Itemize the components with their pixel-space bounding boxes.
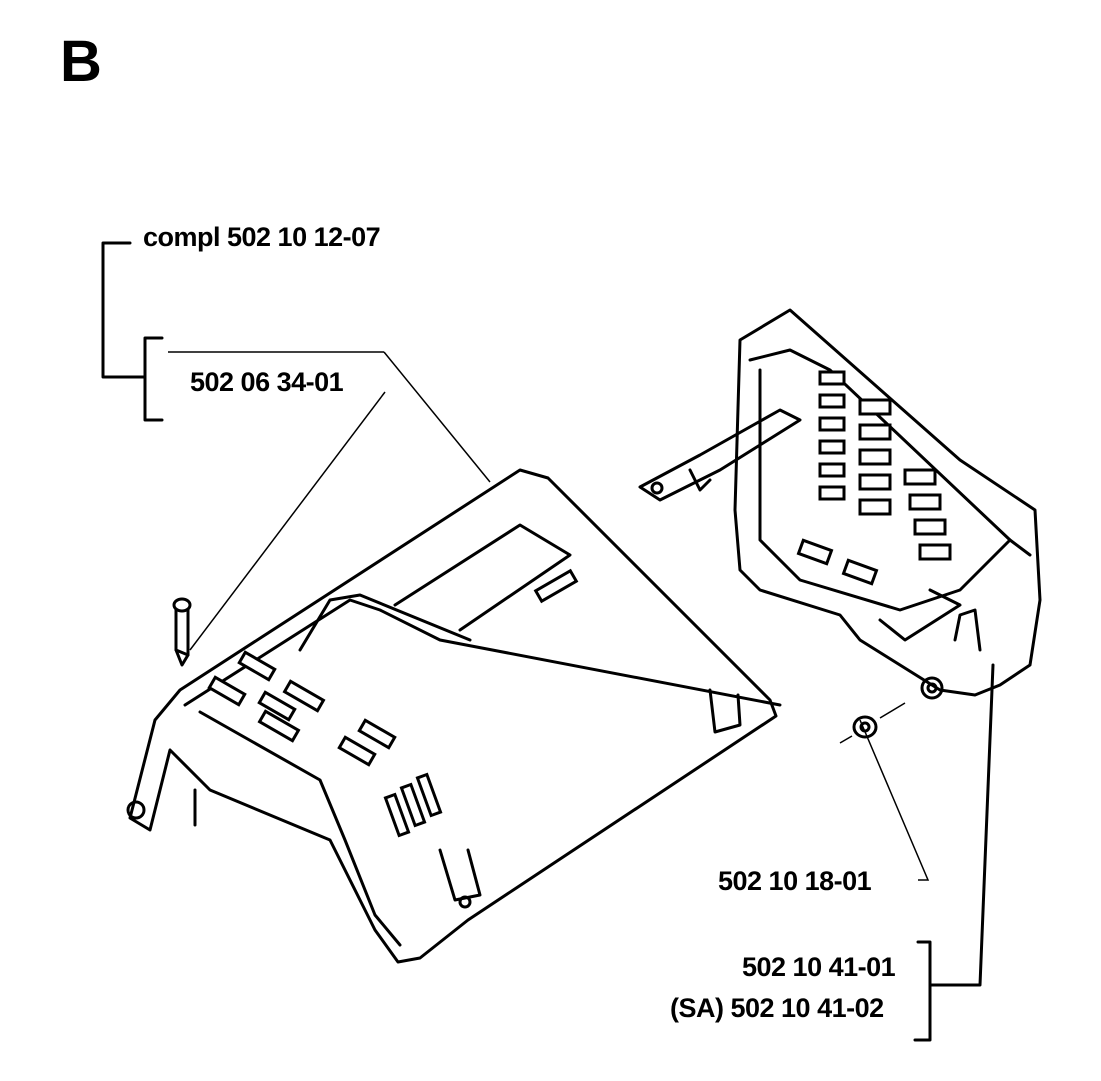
- cover-part-drawing: [126, 468, 782, 964]
- complete-bracket: [101, 241, 147, 379]
- cover-bracket: [143, 336, 384, 422]
- muffler-guard-drawing: [638, 308, 1042, 700]
- nut-drawing: [839, 702, 906, 744]
- label-nut: 502 10 18-01: [718, 866, 872, 896]
- section-letter: B: [60, 29, 102, 94]
- label-complete-cover: compl 502 10 12-07: [143, 222, 381, 252]
- label-muffler-guard: 502 10 41-01: [742, 952, 896, 982]
- label-muffler-guard-sa: (SA) 502 10 41-02: [670, 993, 884, 1023]
- label-cover: 502 06 34-01: [190, 367, 344, 397]
- leader-lines: [189, 351, 995, 1042]
- screw-drawing: [172, 597, 192, 667]
